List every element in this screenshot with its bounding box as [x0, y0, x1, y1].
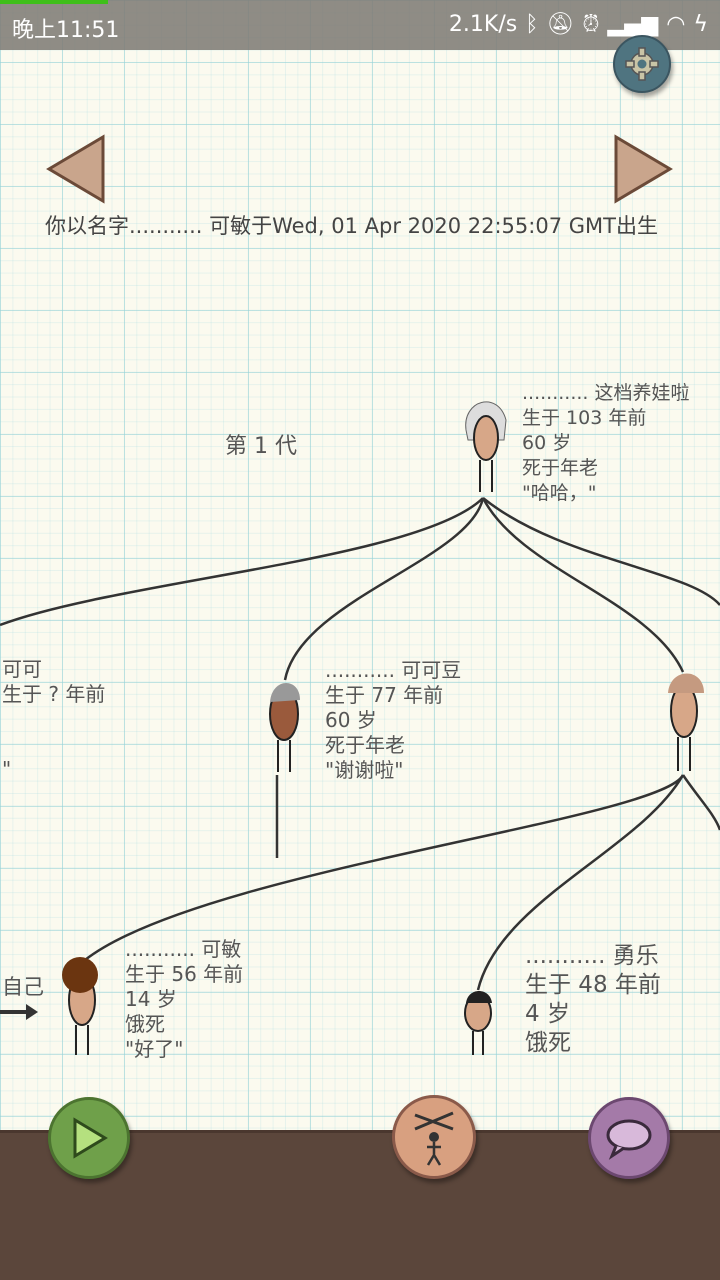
person-born: 生于 103 年前 [522, 407, 647, 429]
birth-headline: 你以名字........... 可敏于Wed, 01 Apr 2020 22:5… [45, 214, 658, 238]
person-quote: "谢谢啦" [325, 758, 404, 782]
person-name: 可可 [2, 657, 42, 681]
person-info: ........... 可敏 生于 56 年前 14 岁 饿死 "好了" [125, 937, 243, 1062]
previous-arrow-button[interactable] [45, 133, 107, 205]
alarm-icon: ⏰︎ [582, 12, 600, 37]
person-born: 生于 77 年前 [325, 683, 444, 707]
progress-bar [0, 0, 108, 4]
person-name: ........... 勇乐 [525, 943, 659, 969]
status-bar: 晚上11:51 2.1K/s ᛒ 🔕︎ ⏰︎ ▂▄▆ ◠ ϟ [0, 0, 720, 50]
mute-icon: 🔕︎ [546, 12, 575, 37]
person-quote: "好了" [125, 1037, 184, 1061]
person-born: 生于 48 年前 [525, 972, 661, 998]
chat-bubble-icon [606, 1119, 652, 1160]
person-name: ........... 这档养娃啦 [522, 382, 690, 404]
wifi-icon: ◠ [666, 12, 686, 37]
person-born: 生于 ? 年前 [2, 682, 106, 706]
self-label: 自己 [2, 975, 44, 999]
puppet-icon [414, 1111, 454, 1166]
person-death: 饿死 [125, 1012, 165, 1036]
play-icon [73, 1117, 108, 1159]
person-elder[interactable] [458, 390, 514, 500]
puppet-button[interactable] [392, 1095, 476, 1179]
chat-button[interactable] [588, 1097, 670, 1179]
net-speed: 2.1K/s [448, 12, 518, 37]
person-death: 死于年老 [522, 457, 599, 479]
person-quote: "哈哈，" [522, 482, 597, 504]
play-button[interactable] [48, 1097, 130, 1179]
next-arrow-button[interactable] [612, 133, 674, 205]
person-age: 14 岁 [125, 987, 177, 1011]
charging-icon: ϟ [693, 12, 708, 37]
self-arrow-icon [0, 1004, 38, 1020]
person-age: 4 岁 [525, 1001, 570, 1027]
person-born: 生于 56 年前 [125, 962, 244, 986]
gear-icon [625, 47, 659, 81]
person-death: 死于年老 [325, 733, 405, 757]
person-yongle[interactable] [458, 985, 500, 1060]
person-quote: " [2, 757, 12, 781]
person-kekedou[interactable] [262, 672, 308, 780]
bluetooth-icon: ᛒ [525, 12, 539, 37]
person-age: 60 岁 [325, 708, 377, 732]
person-info: ........... 这档养娃啦 生于 103 年前 60 岁 死于年老 "哈… [522, 381, 689, 506]
person-name: ........... 可可豆 [325, 658, 462, 682]
person-kemin[interactable] [58, 955, 106, 1060]
clock: 晚上11:51 [12, 18, 120, 43]
person-death: 饿死 [525, 1030, 571, 1056]
signal-icon: ▂▄▆ [607, 12, 659, 37]
person-name: ........... 可敏 [125, 937, 242, 961]
person-info: ........... 可可豆 生于 77 年前 60 岁 死于年老 "谢谢啦" [325, 658, 461, 783]
person-right[interactable] [662, 665, 708, 777]
settings-button[interactable] [613, 35, 671, 93]
person-info: ........... 勇乐 生于 48 年前 4 岁 饿死 [525, 942, 661, 1058]
person-info: 可可 生于 ? 年前 " [2, 657, 105, 782]
generation-label: 第 1 代 [225, 434, 297, 459]
person-age: 60 岁 [522, 432, 572, 454]
